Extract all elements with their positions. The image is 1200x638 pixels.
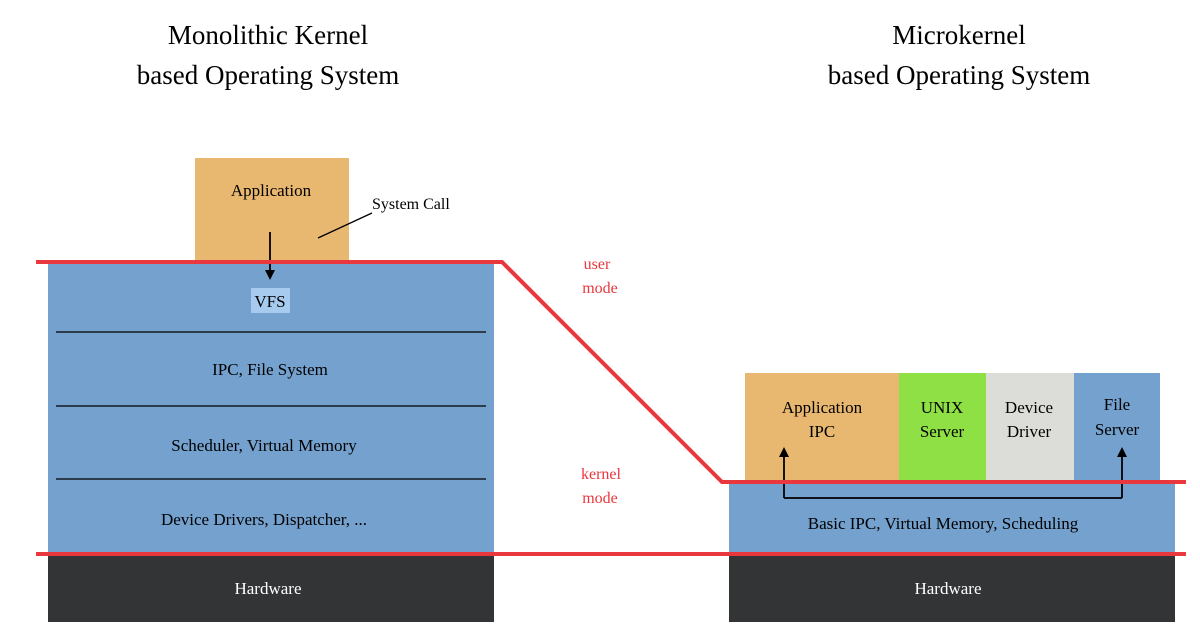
scheduler-label: Scheduler, Virtual Memory xyxy=(171,436,357,455)
system-call-pointer xyxy=(317,212,373,239)
vfs-label: VFS xyxy=(254,292,285,311)
ipc-file-system-label: IPC, File System xyxy=(212,360,328,379)
file-server-line2: Server xyxy=(1095,420,1140,439)
basic-ipc-label: Basic IPC, Virtual Memory, Scheduling xyxy=(808,514,1079,533)
microkernel-title-line1: Microkernel xyxy=(892,20,1025,50)
hardware-box-right xyxy=(729,554,1175,622)
device-driver-line2: Driver xyxy=(1007,422,1052,441)
device-driver-line1: Device xyxy=(1005,398,1053,417)
user-kernel-boundary-line xyxy=(36,260,1186,484)
application-ipc-box xyxy=(745,373,899,482)
file-server-box xyxy=(1074,373,1160,482)
application-box xyxy=(195,158,349,262)
user-mode-line2: mode xyxy=(582,280,618,297)
monolithic-title-line2: based Operating System xyxy=(137,60,399,90)
device-driver-box xyxy=(986,373,1074,482)
hardware-label-left: Hardware xyxy=(234,579,301,598)
system-call-label: System Call xyxy=(372,196,450,213)
microkernel-title-line2: based Operating System xyxy=(828,60,1090,90)
hardware-box-left xyxy=(48,554,494,622)
application-label: Application xyxy=(231,181,312,200)
device-drivers-label: Device Drivers, Dispatcher, ... xyxy=(161,510,367,529)
monolithic-title-line1: Monolithic Kernel xyxy=(168,20,368,50)
microkernel-block xyxy=(729,482,1175,554)
file-server-line1: File xyxy=(1104,395,1130,414)
vfs-highlight xyxy=(251,288,290,313)
user-mode-line1: user xyxy=(584,256,611,273)
unix-server-line2: Server xyxy=(920,422,965,441)
application-ipc-line2: IPC xyxy=(809,422,835,441)
kernel-mode-line1: kernel xyxy=(581,466,622,483)
unix-server-box xyxy=(899,373,986,482)
kernel-mode-line2: mode xyxy=(582,490,618,507)
unix-server-line1: UNIX xyxy=(921,398,964,417)
application-ipc-line1: Application xyxy=(782,398,863,417)
hardware-label-right: Hardware xyxy=(914,579,981,598)
